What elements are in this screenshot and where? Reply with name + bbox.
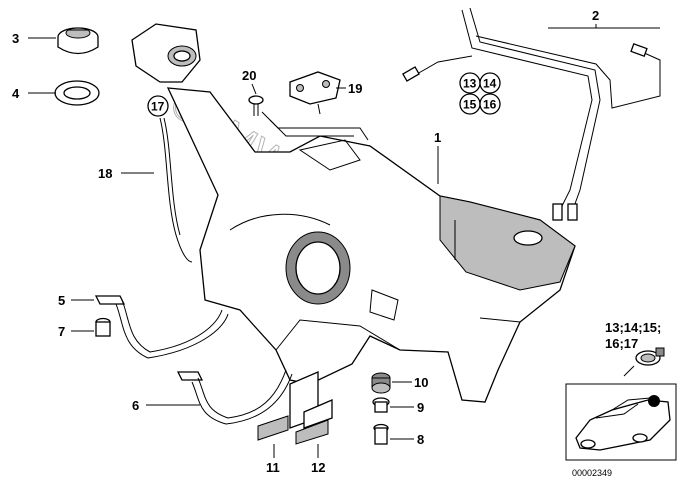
callout-7: 7: [58, 324, 65, 339]
circled-callout-14: 14: [479, 72, 501, 94]
circled-callout-15: 15: [459, 93, 481, 115]
fuel-tank: [166, 87, 576, 403]
tank-location-marker: [648, 395, 660, 407]
callout-20: 20: [242, 68, 256, 83]
svg-text:16: 16: [483, 98, 497, 112]
svg-text:17: 17: [151, 100, 165, 114]
gasket-ring: [54, 80, 100, 106]
callout-11: 11: [266, 460, 280, 475]
callout-6: 6: [132, 398, 139, 413]
spacer-bushing: [372, 397, 390, 413]
tank-strap-upper: [94, 295, 229, 359]
svg-text:13: 13: [463, 77, 477, 91]
callout-10: 10: [414, 375, 428, 390]
bolt: [95, 317, 111, 337]
circled-callout-16: 16: [479, 93, 501, 115]
inset-clamp-label: 13;14;15; 16;17: [605, 320, 661, 351]
svg-text:15: 15: [463, 98, 477, 112]
filler-cap: [57, 27, 99, 55]
fuel-lines: [402, 7, 661, 221]
callout-18: 18: [98, 166, 112, 181]
filler-neck-housing: [131, 23, 201, 83]
circled-callout-13: 13: [459, 72, 481, 94]
svg-text:14: 14: [483, 77, 497, 91]
inset-car-location: [565, 383, 677, 461]
circled-callout-17: 17: [147, 95, 169, 117]
callout-8: 8: [417, 432, 424, 447]
grommet: [371, 372, 391, 394]
callout-3: 3: [12, 31, 19, 46]
diagram-id: 00002349: [572, 468, 612, 478]
callout-5: 5: [58, 293, 65, 308]
callout-2: 2: [592, 8, 599, 23]
vent-hose: [159, 117, 193, 263]
hose-clamp: [623, 347, 665, 377]
callout-9: 9: [417, 400, 424, 415]
tank-strap-lower: [176, 369, 293, 425]
callout-4: 4: [12, 86, 20, 101]
callout-1: 1: [434, 130, 441, 145]
screw: [248, 95, 264, 116]
inset-label-line2: 16;17: [605, 336, 638, 351]
bolt-lower: [373, 423, 389, 445]
callouts: 1 2 3 4 5 6 7 8 9 10 11 12 18 19 20: [12, 8, 660, 475]
callout-19: 19: [348, 81, 362, 96]
inset-label-line1: 13;14;15;: [605, 320, 661, 335]
callout-12: 12: [311, 460, 325, 475]
level-sensor-bracket: [289, 71, 341, 115]
rubber-pad-right: [295, 399, 333, 445]
